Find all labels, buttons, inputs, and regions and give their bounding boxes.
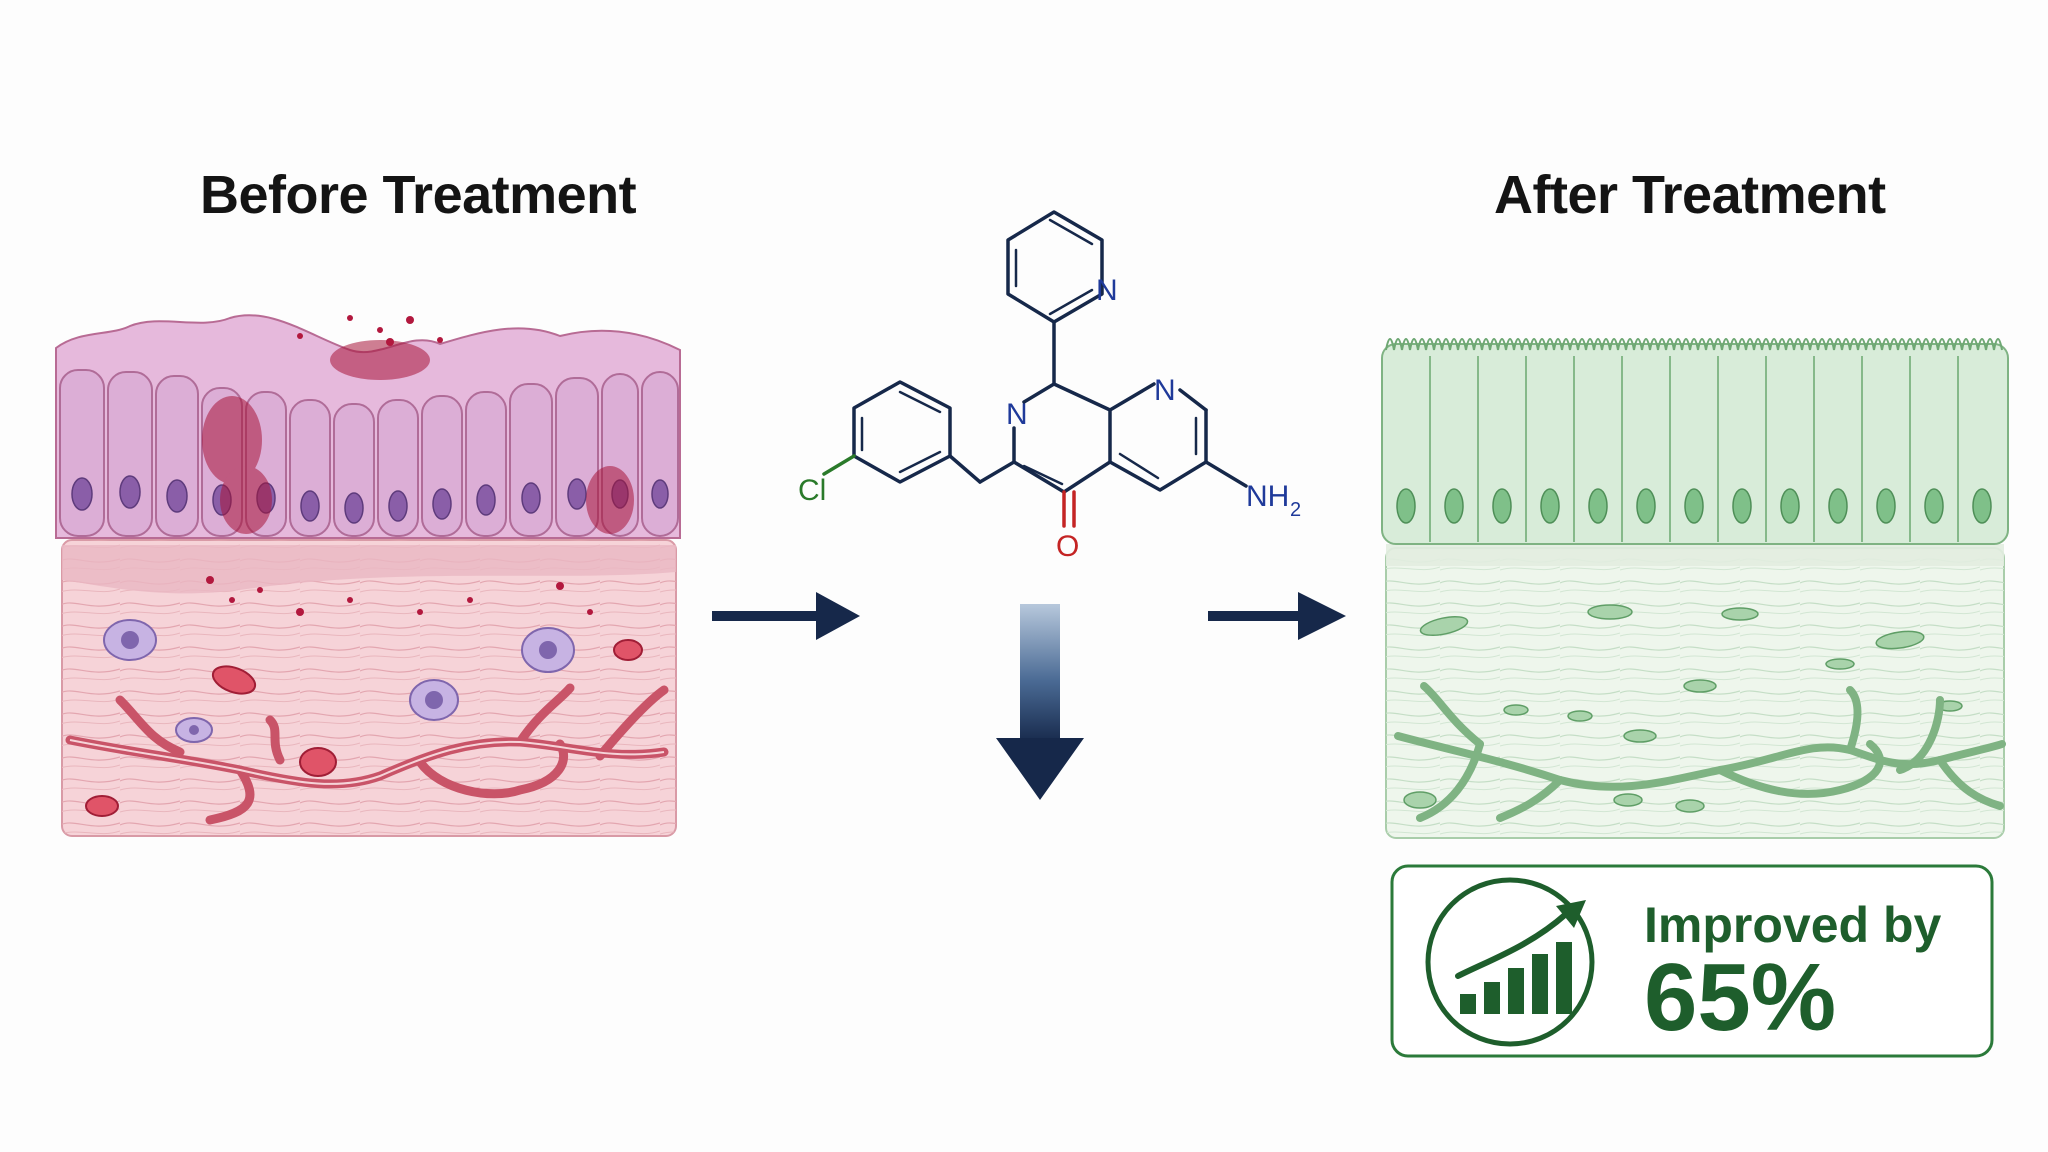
result-label: Improved by <box>1644 897 1942 953</box>
right-arrow-icon <box>712 592 860 640</box>
molecule-structure <box>822 210 1248 528</box>
healthy-tissue <box>1381 338 2009 839</box>
before-treatment-title: Before Treatment <box>200 165 637 225</box>
atom-amine: NH <box>1246 480 1289 513</box>
atom-n-left: N <box>1006 398 1028 431</box>
result-badge <box>1390 864 1994 1058</box>
atom-oxygen: O <box>1056 530 1079 563</box>
down-arrow-icon <box>996 604 1084 800</box>
molecule-atom-labels: N N N Cl O NH 2 <box>798 274 1301 563</box>
atom-n-pyridine: N <box>1096 274 1118 307</box>
growth-chart-icon <box>1425 877 1595 1047</box>
inflamed-tissue <box>55 314 681 837</box>
right-arrow-icon <box>1208 592 1346 640</box>
atom-n-right: N <box>1154 374 1176 407</box>
atom-chlorine: Cl <box>798 474 826 507</box>
atom-amine-subscript: 2 <box>1290 499 1301 521</box>
after-treatment-title: After Treatment <box>1494 165 1886 225</box>
result-value: 65% <box>1644 944 1837 1051</box>
